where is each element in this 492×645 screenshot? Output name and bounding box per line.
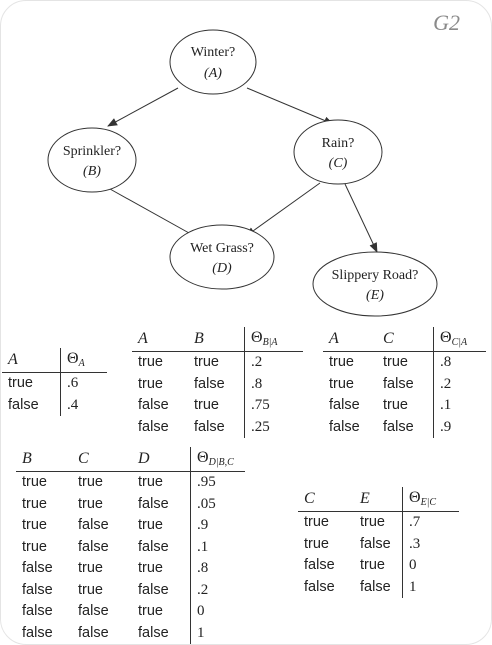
col-header: A (132, 327, 188, 352)
edge-c-d (245, 182, 321, 237)
col-header: B (188, 327, 245, 352)
node-winter-letter: (A) (204, 66, 222, 81)
col-header: C (298, 487, 354, 512)
node-wet-grass: Wet Grass? (D) (169, 224, 275, 290)
node-rain: Rain? (C) (293, 119, 383, 185)
node-slippery-road-letter: (E) (366, 288, 384, 303)
col-header: A (2, 348, 61, 373)
col-header: B (16, 447, 72, 472)
col-header-theta: ΘA (60, 348, 107, 373)
node-rain-letter: (C) (329, 156, 348, 171)
edge-a-c (246, 87, 334, 125)
bayesian-network: Winter? (A) Sprinkler? (B) Rain? (C) Wet… (47, 29, 438, 317)
table-row: false.4 (2, 394, 107, 416)
node-rain-name: Rain? (322, 136, 355, 151)
col-header-theta: ΘC|A (433, 327, 486, 352)
edge-a-b (107, 87, 179, 127)
node-winter-name: Winter? (191, 45, 236, 60)
node-slippery-road: Slippery Road? (E) (312, 251, 438, 317)
col-header: C (377, 327, 434, 352)
node-winter: Winter? (A) (169, 29, 257, 95)
edge-b-d (109, 188, 199, 239)
node-slippery-road-name: Slippery Road? (332, 268, 419, 283)
col-header-theta: ΘB|A (244, 327, 303, 352)
col-header: A (323, 327, 377, 352)
node-sprinkler-name: Sprinkler? (63, 144, 121, 159)
table-row: true.6 (2, 372, 107, 395)
node-sprinkler: Sprinkler? (B) (47, 127, 137, 193)
sheet-label: G2 (433, 10, 460, 35)
node-sprinkler-letter: (B) (83, 164, 101, 179)
col-header-theta: ΘD|B,C (190, 447, 245, 472)
cpt-theta-a: A ΘA true.6 false.4 (2, 348, 107, 416)
edge-c-e (344, 183, 378, 253)
col-header-theta: ΘE|C (402, 487, 459, 512)
node-wet-grass-letter: (D) (212, 261, 232, 276)
col-header: E (354, 487, 403, 512)
col-header: C (72, 447, 132, 472)
node-wet-grass-name: Wet Grass? (190, 241, 254, 256)
col-header: D (132, 447, 191, 472)
